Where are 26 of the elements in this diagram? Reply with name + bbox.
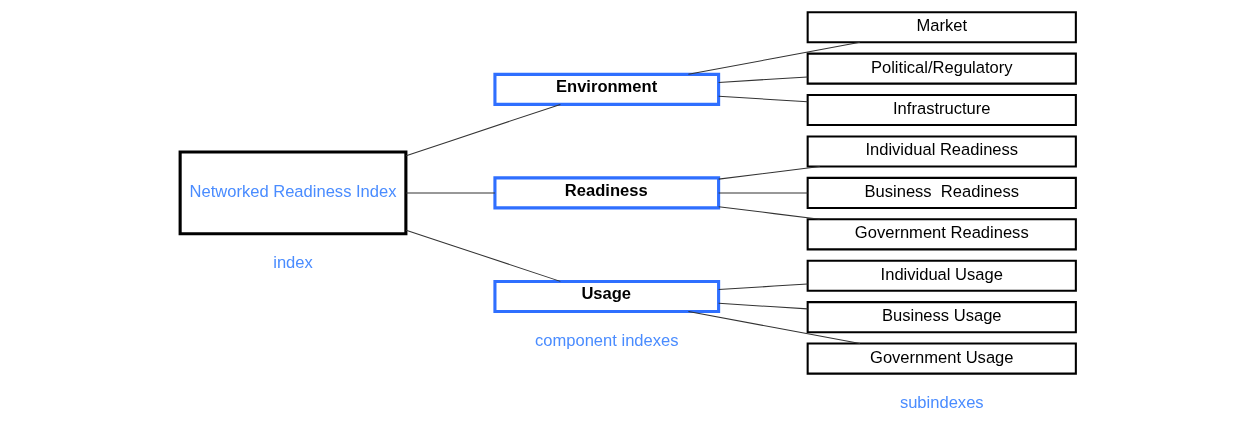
connector	[717, 302, 808, 310]
node-box: Market	[806, 11, 1077, 44]
node-box: Individual Usage	[806, 259, 1077, 292]
node-box: Business Usage	[806, 301, 1077, 334]
connector	[405, 103, 561, 157]
node-box: Government Readiness	[806, 218, 1077, 251]
node-box: Government Usage	[806, 342, 1077, 375]
connector	[405, 192, 495, 194]
connector	[717, 206, 820, 220]
connector	[717, 192, 808, 194]
node-box: Individual Readiness	[806, 135, 1077, 168]
node-box: Environment	[492, 72, 720, 106]
connector	[717, 95, 808, 103]
connector	[717, 283, 808, 291]
connector	[717, 76, 808, 83]
node-box: Infrastructure	[806, 94, 1077, 127]
node-box: Business Readiness	[806, 176, 1077, 209]
node-box: Networked Readiness Index	[178, 150, 407, 236]
connector	[405, 229, 561, 282]
label: subindexes	[899, 393, 984, 413]
node-box: Political/Regulatory	[806, 52, 1077, 85]
node-box: Usage	[492, 279, 720, 314]
node-box: Readiness	[492, 176, 720, 210]
label: index	[272, 253, 313, 273]
connector	[717, 166, 820, 180]
label: component indexes	[534, 330, 679, 350]
